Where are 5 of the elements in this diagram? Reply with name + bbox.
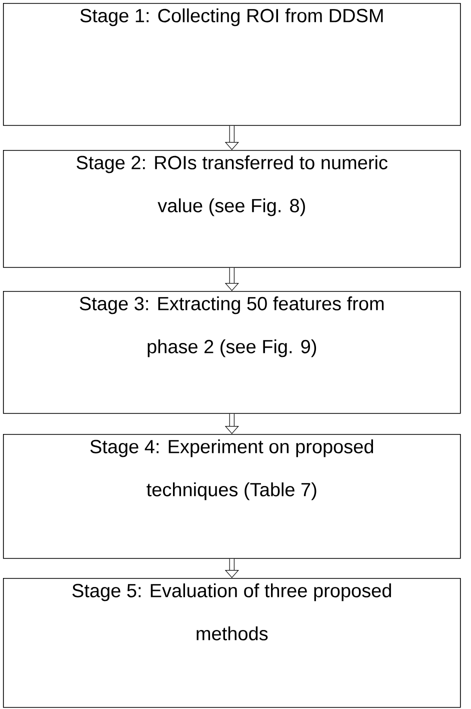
stage-box: Stage 1: Collecting ROI from DDSM <box>3 3 461 126</box>
stage-box: Stage 5: Evaluation of three proposed methods <box>3 578 461 708</box>
stage-box: Stage 4: Experiment on proposed techniques (Table 7) <box>3 434 461 559</box>
stage-box: Stage 3: Extracting 50 features from phase 2 (see Fig. 9) <box>3 291 461 414</box>
stage-box: Stage 2: ROIs transferred to numeric value (see Fig. 8) <box>3 150 461 268</box>
